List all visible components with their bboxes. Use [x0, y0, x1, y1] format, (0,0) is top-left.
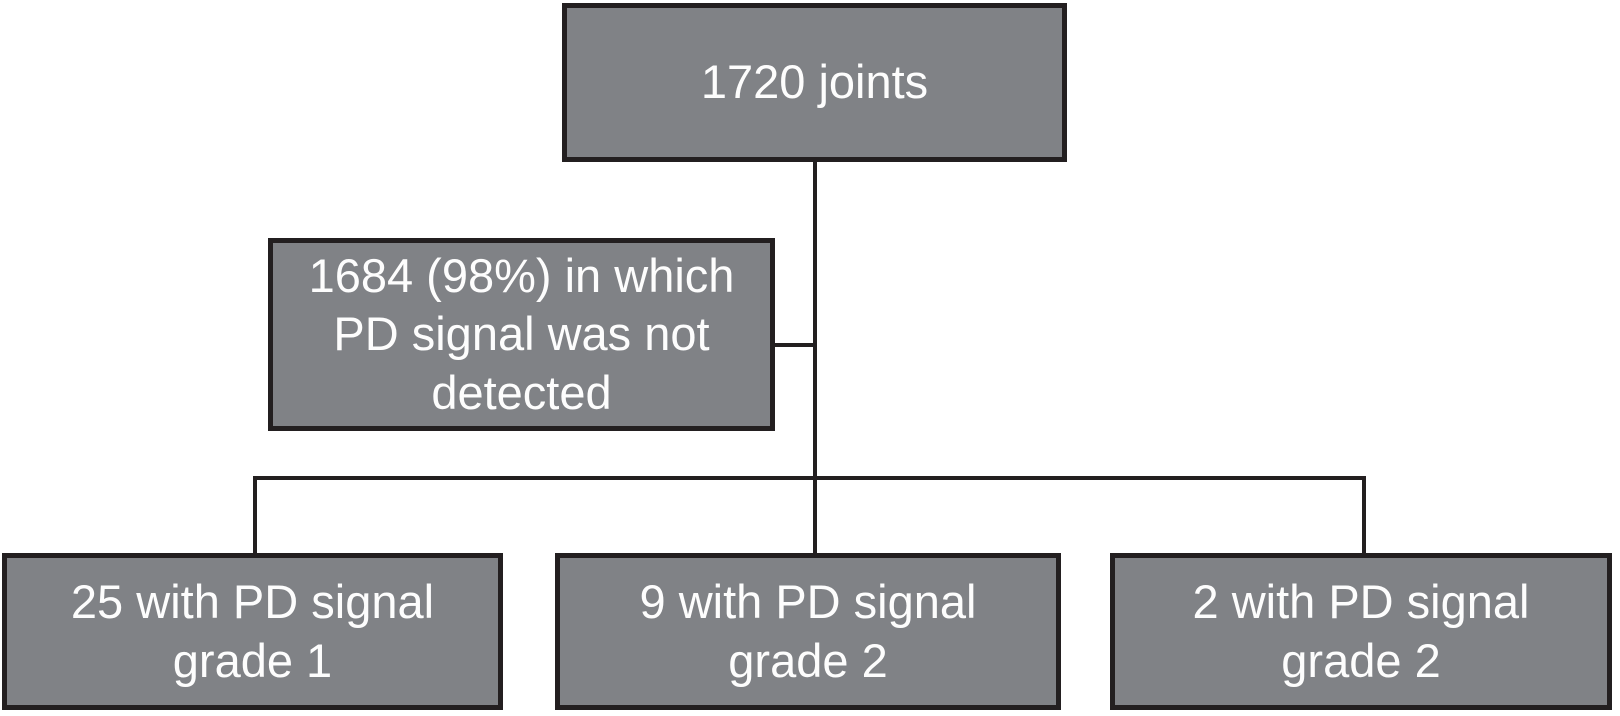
pd-grade1-label: 25 with PD signal grade 1 — [70, 575, 435, 687]
connector-excluded-stub-line — [775, 343, 815, 347]
total-joints-label: 1720 joints — [700, 55, 929, 109]
pd-grade2-right-node: 2 with PD signal grade 2 — [1110, 553, 1612, 710]
pd-grade1-node: 25 with PD signal grade 1 — [2, 553, 503, 710]
total-joints-node: 1720 joints — [562, 3, 1067, 162]
connector-branch-horizontal-line — [253, 476, 1366, 480]
connector-root-vertical-line — [813, 162, 817, 553]
pd-grade2-right-label: 2 with PD signal grade 2 — [1192, 575, 1530, 687]
pd-not-detected-label: 1684 (98%) in which PD signal was not de… — [308, 249, 735, 419]
connector-right-drop-line — [1362, 476, 1366, 553]
pd-grade2-middle-label: 9 with PD signal grade 2 — [639, 575, 977, 687]
connector-left-drop-line — [253, 476, 257, 553]
pd-not-detected-node: 1684 (98%) in which PD signal was not de… — [268, 238, 775, 431]
pd-grade2-middle-node: 9 with PD signal grade 2 — [555, 553, 1061, 710]
